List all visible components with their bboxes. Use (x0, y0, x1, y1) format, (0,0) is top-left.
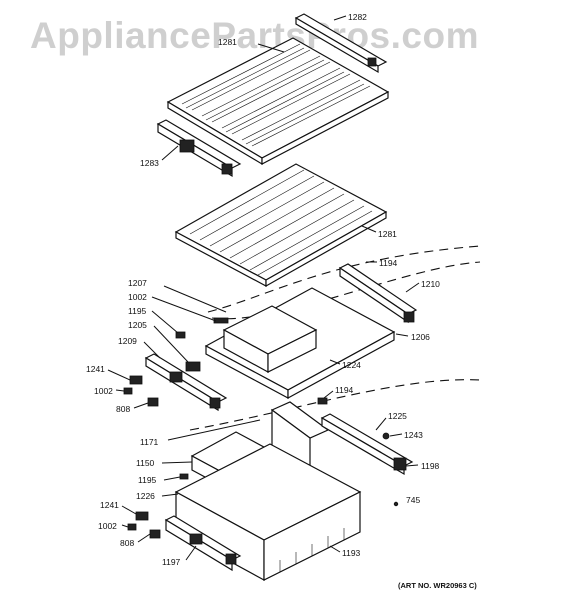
lower-clip-1002 (127, 523, 137, 531)
callout-1282: 1282 (348, 12, 367, 22)
screw-745 (393, 501, 399, 507)
callout-1281-middle: 1281 (378, 229, 397, 239)
callout-1207: 1207 (128, 278, 147, 288)
callout-1002-middle: 1002 (94, 386, 113, 396)
callout-1197: 1197 (162, 557, 181, 567)
upper-clip-1195 (175, 331, 186, 339)
lower-drawer-rail-right (320, 413, 414, 476)
callout-1210: 1210 (421, 279, 440, 289)
upper-pan-rail-right (338, 263, 418, 324)
callout-1194-lower: 1194 (335, 385, 354, 395)
leader-lines (107, 15, 420, 561)
callout-1002-upper: 1002 (128, 292, 147, 302)
callout-1171: 1171 (140, 437, 159, 447)
watermark-text: AppliancePartsPros.com (30, 15, 479, 56)
lower-bracket-1241 (135, 511, 149, 521)
callout-1195-lower: 1195 (138, 475, 157, 485)
callout-1209: 1209 (118, 336, 137, 346)
callout-1224: 1224 (342, 360, 361, 370)
callout-745: 745 (406, 495, 420, 505)
upper-clip-1194 (317, 397, 328, 405)
callout-1002-lower: 1002 (98, 521, 117, 531)
upper-cap-808 (147, 397, 159, 407)
callout-1241-upper: 1241 (86, 364, 105, 374)
upper-bracket-1205 (185, 361, 201, 372)
lower-cap-808 (149, 529, 161, 539)
lower-drawer-body (174, 443, 362, 582)
shelf-rail-right-upper (294, 13, 388, 74)
callout-1194-upper: 1194 (379, 258, 398, 268)
callout-1241-lower: 1241 (100, 500, 119, 510)
upper-shelf (166, 37, 390, 166)
callout-1226: 1226 (136, 491, 155, 501)
callout-1150: 1150 (136, 458, 155, 468)
callout-1283: 1283 (140, 158, 159, 168)
callout-1206: 1206 (411, 332, 430, 342)
callout-1205: 1205 (128, 320, 147, 330)
lower-clip-1195 (179, 473, 189, 480)
screw-1243 (382, 432, 390, 440)
callout-1198: 1198 (421, 461, 440, 471)
lower-drawer-rail-left (164, 515, 242, 572)
upper-bar-1002 (213, 317, 229, 324)
middle-shelf (174, 163, 388, 288)
callout-1281-top: 1281 (218, 37, 237, 47)
upper-pan-rail-left (144, 353, 228, 412)
upper-pan-frame (204, 287, 396, 400)
callout-1195-upper: 1195 (128, 306, 147, 316)
callout-808-upper: 808 (116, 404, 130, 414)
shelf-rail-left-upper (156, 119, 242, 178)
callout-1225: 1225 (388, 411, 407, 421)
callout-1193: 1193 (342, 548, 361, 558)
upper-clip-1002 (123, 387, 133, 395)
callout-1243: 1243 (404, 430, 423, 440)
art-number: (ART NO. WR20963 C) (398, 581, 477, 590)
upper-bracket-1241 (129, 375, 143, 385)
callout-808-lower: 808 (120, 538, 134, 548)
